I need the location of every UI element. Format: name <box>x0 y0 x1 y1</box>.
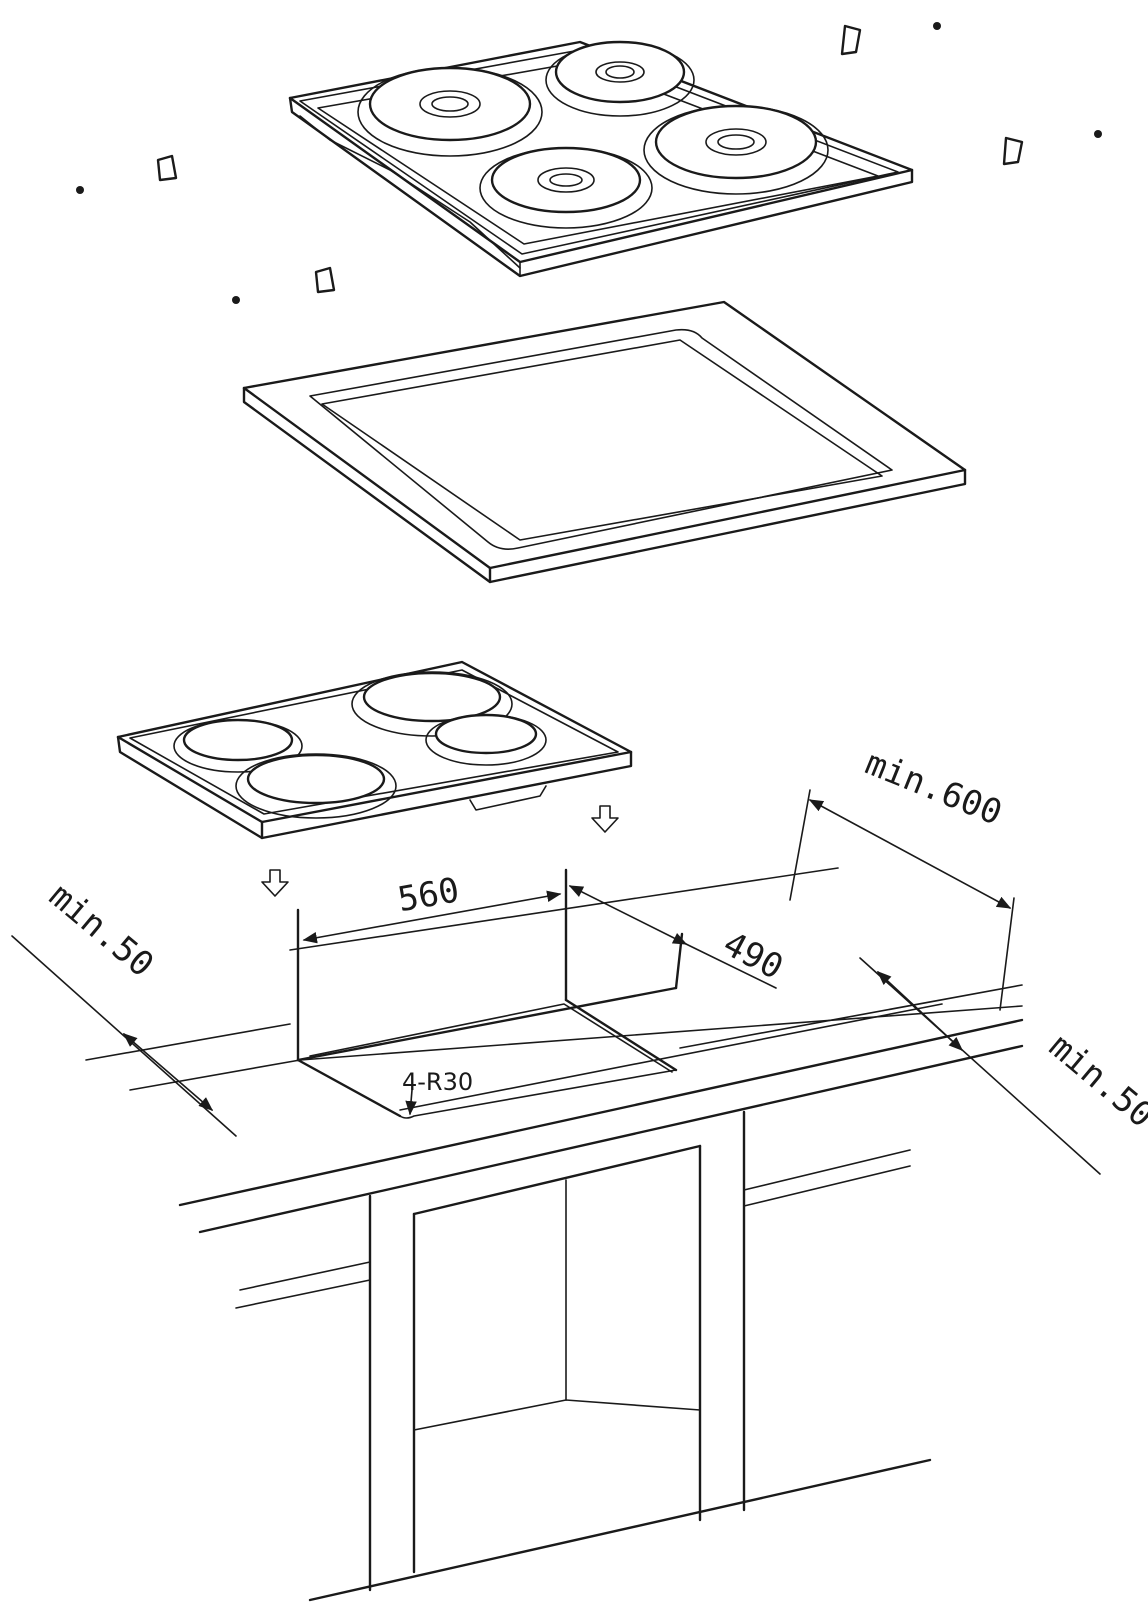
cabinet <box>235 1110 932 1602</box>
dimension-corner-radius: 4-R30 <box>402 1068 473 1116</box>
mounting-brackets <box>156 24 1024 294</box>
burner-back-left <box>357 66 543 157</box>
burner-front-left <box>479 146 653 229</box>
hob-lowering <box>116 660 633 840</box>
dimension-490: 490 <box>568 885 789 989</box>
dimension-490-label: 490 <box>716 924 789 988</box>
dimension-min-600-label: min.600 <box>860 743 1008 834</box>
dimension-min-600: min.600 <box>789 743 1015 1011</box>
worktop <box>85 867 1024 1234</box>
burner-back-right <box>545 40 695 117</box>
corner-radius-label: 4-R30 <box>402 1068 473 1096</box>
dimension-min-50-right-label: min.50 <box>1041 1026 1148 1136</box>
burner-front-right <box>643 104 829 195</box>
hob-exploded <box>288 40 914 278</box>
down-arrow-right <box>591 805 619 833</box>
mounting-screws <box>76 22 1102 304</box>
dimension-min-50-right: min.50 <box>859 957 1148 1175</box>
dimension-min-50-left-label: min.50 <box>41 876 161 986</box>
dimension-min-50-left: min.50 <box>11 876 237 1137</box>
down-arrow-left <box>261 869 289 897</box>
gasket-frame <box>242 300 967 584</box>
